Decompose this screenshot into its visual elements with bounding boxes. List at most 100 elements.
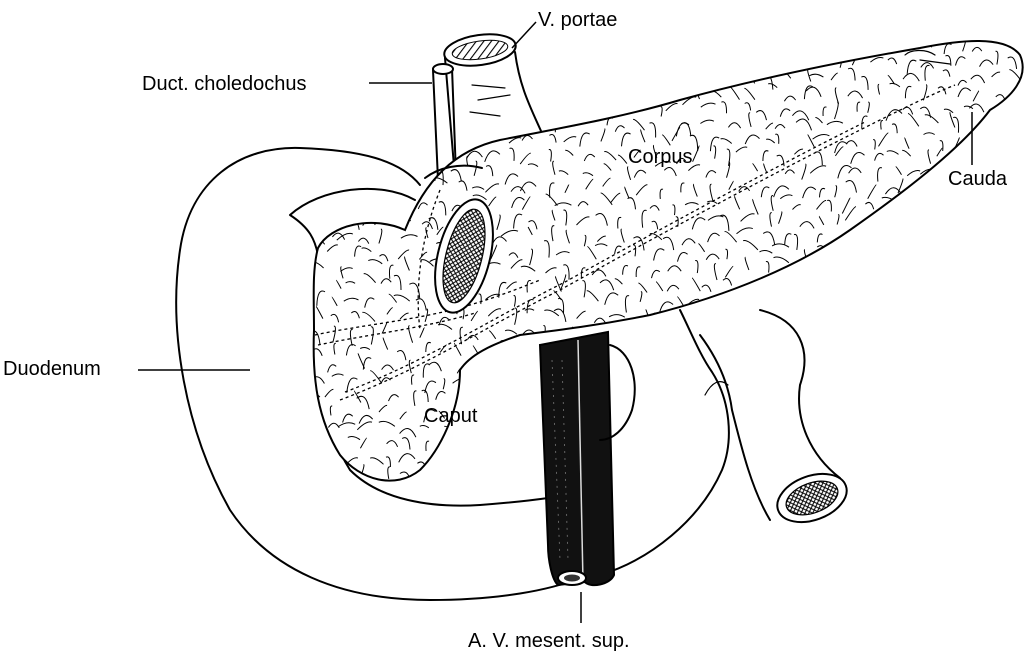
lobule-stroke bbox=[391, 483, 397, 493]
lobule-stroke bbox=[404, 87, 411, 97]
lobule-stroke bbox=[925, 405, 927, 415]
lobule-stroke bbox=[983, 151, 987, 164]
lobule-stroke bbox=[903, 355, 912, 370]
lobule-stroke bbox=[859, 298, 862, 307]
lobule-stroke bbox=[1007, 282, 1017, 291]
lobule-stroke bbox=[747, 377, 762, 387]
lobule-stroke bbox=[464, 389, 476, 397]
lobule-stroke bbox=[744, 392, 748, 405]
lobule-stroke bbox=[986, 327, 989, 337]
lobule-stroke bbox=[946, 348, 957, 356]
lobule-stroke bbox=[882, 267, 890, 283]
lobule-stroke bbox=[863, 491, 870, 499]
lobule-stroke bbox=[524, 68, 525, 78]
lobule-stroke bbox=[420, 169, 436, 181]
lobule-stroke bbox=[631, 330, 642, 333]
lobule-stroke bbox=[490, 473, 501, 476]
lobule-stroke bbox=[533, 482, 539, 496]
lobule-stroke bbox=[635, 363, 644, 371]
lobule-stroke bbox=[1010, 326, 1012, 338]
lobule-stroke bbox=[621, 462, 636, 470]
lobule-stroke bbox=[664, 74, 680, 81]
lobule-stroke bbox=[617, 474, 629, 481]
lobule-stroke bbox=[951, 311, 961, 321]
lobule-stroke bbox=[500, 486, 513, 499]
lobule-stroke bbox=[863, 283, 871, 291]
lobule-stroke bbox=[996, 204, 1001, 213]
lobule-stroke bbox=[689, 55, 696, 66]
lobule-stroke bbox=[893, 340, 897, 353]
lobule-stroke bbox=[370, 94, 379, 102]
lobule-stroke bbox=[311, 473, 321, 484]
lobule-stroke bbox=[453, 471, 462, 477]
lobule-stroke bbox=[1018, 178, 1022, 192]
lobule-stroke bbox=[332, 52, 346, 62]
lobule-stroke bbox=[618, 329, 632, 335]
lobule-stroke bbox=[369, 115, 372, 126]
lobule-stroke bbox=[712, 313, 721, 318]
lobule-stroke bbox=[810, 371, 815, 388]
lobule-stroke bbox=[908, 437, 911, 450]
sma-smv-vessels bbox=[540, 332, 614, 585]
lobule-stroke bbox=[637, 92, 648, 98]
lobule-stroke bbox=[316, 57, 320, 66]
lobule-stroke bbox=[747, 442, 750, 454]
lobule-stroke bbox=[460, 390, 468, 406]
lobule-stroke bbox=[643, 404, 649, 414]
lobule-stroke bbox=[744, 410, 749, 418]
lobule-stroke bbox=[597, 53, 609, 58]
lobule-stroke bbox=[997, 400, 1005, 415]
lobule-stroke bbox=[997, 283, 1006, 291]
lobule-stroke bbox=[939, 326, 955, 331]
lobule-stroke bbox=[932, 337, 935, 352]
lobule-stroke bbox=[347, 164, 359, 171]
lobule-stroke bbox=[614, 409, 627, 419]
lobule-stroke bbox=[626, 484, 630, 495]
lobule-stroke bbox=[634, 425, 636, 434]
lobule-stroke bbox=[752, 420, 758, 436]
lobule-stroke bbox=[891, 412, 898, 423]
lobule-stroke bbox=[956, 460, 968, 474]
lobule-stroke bbox=[776, 33, 787, 44]
lobule-stroke bbox=[479, 82, 486, 96]
lobule-stroke bbox=[334, 83, 335, 93]
lobule-stroke bbox=[658, 42, 672, 49]
leader-portae bbox=[512, 22, 536, 48]
lobule-stroke bbox=[310, 77, 323, 83]
lobule-stroke bbox=[328, 475, 339, 477]
lobule-stroke bbox=[383, 165, 387, 178]
lobule-stroke bbox=[719, 299, 730, 301]
lobule-stroke bbox=[754, 41, 760, 57]
lobule-stroke bbox=[885, 474, 890, 484]
lobule-stroke bbox=[949, 413, 954, 423]
lobule-stroke bbox=[1000, 119, 1002, 131]
lobule-stroke bbox=[971, 446, 986, 453]
lobule-stroke bbox=[347, 200, 350, 216]
lobule-stroke bbox=[940, 217, 950, 221]
lobule-stroke bbox=[317, 83, 331, 92]
lobule-stroke bbox=[1017, 200, 1021, 209]
smv-lumen bbox=[564, 575, 580, 582]
lobule-stroke bbox=[869, 361, 871, 371]
lobule-stroke bbox=[905, 39, 917, 46]
lobule-stroke bbox=[706, 45, 708, 54]
lobule-stroke bbox=[934, 199, 939, 216]
lobule-stroke bbox=[525, 355, 531, 362]
lobule-stroke bbox=[664, 329, 668, 339]
lobule-stroke bbox=[676, 375, 683, 383]
lobule-stroke bbox=[608, 109, 609, 118]
lobule-stroke bbox=[673, 328, 687, 334]
lobule-stroke bbox=[659, 465, 661, 482]
lobule-stroke bbox=[730, 72, 732, 81]
lobule-stroke bbox=[410, 153, 422, 166]
lobule-stroke bbox=[943, 428, 954, 433]
lobule-stroke bbox=[334, 172, 347, 175]
lobule-stroke bbox=[705, 393, 712, 409]
lobule-stroke bbox=[656, 408, 658, 419]
lobule-stroke bbox=[633, 44, 646, 56]
lobule-stroke bbox=[1011, 135, 1022, 140]
lobule-stroke bbox=[941, 359, 958, 365]
lobule-stroke bbox=[490, 451, 498, 463]
lobule-stroke bbox=[886, 294, 898, 297]
lobule-stroke bbox=[887, 419, 897, 427]
